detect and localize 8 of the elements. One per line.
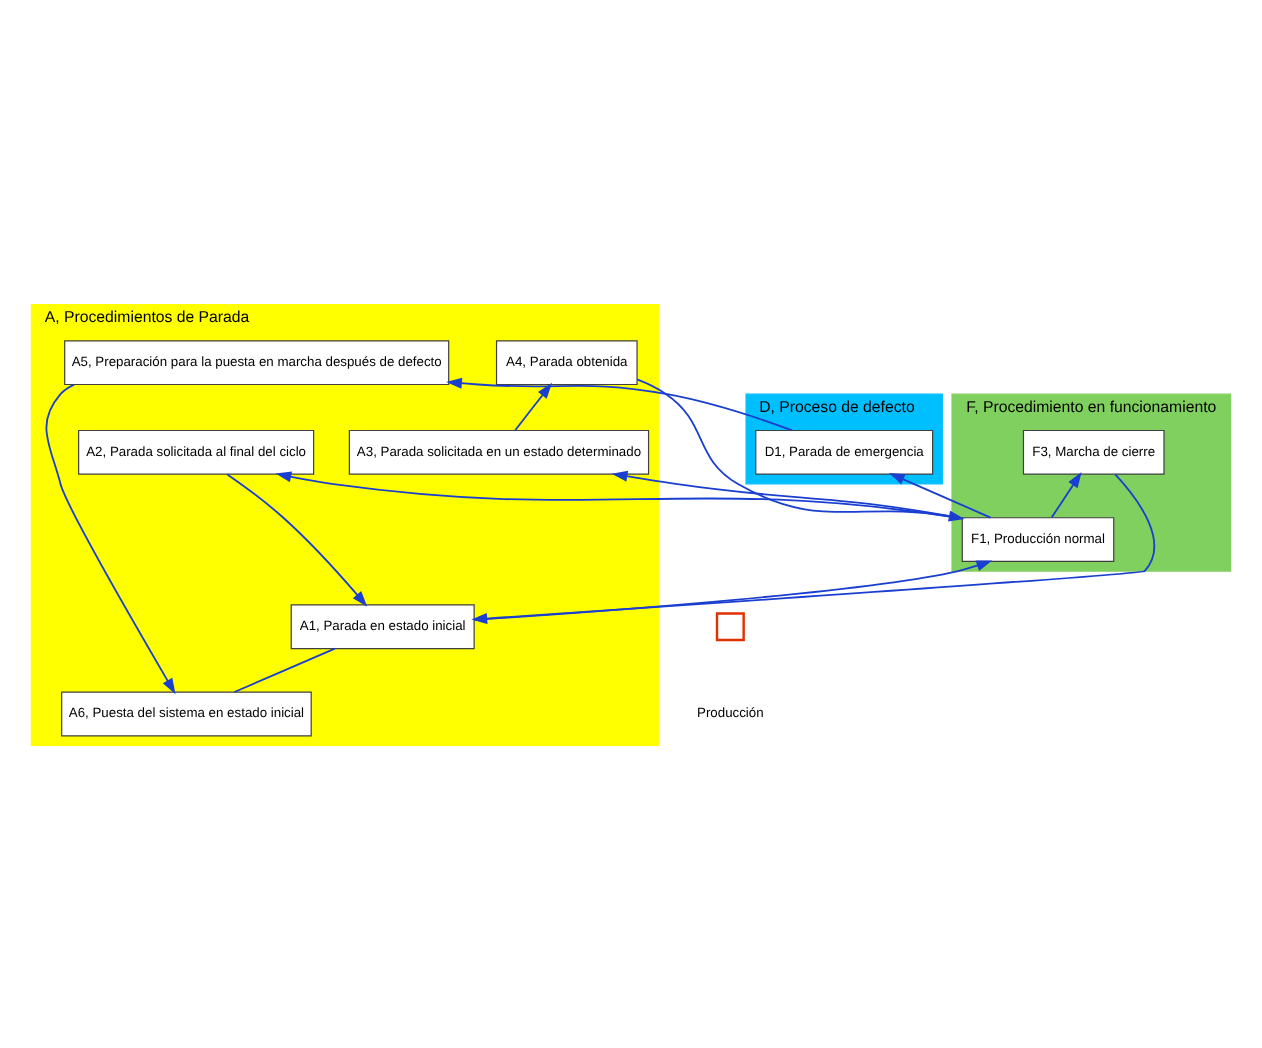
arrow [446, 376, 793, 431]
arrow [45, 382, 176, 694]
arrow [471, 472, 1156, 623]
arrow [226, 472, 368, 606]
arrow [1050, 470, 1082, 518]
arrow [514, 381, 553, 431]
arrow [888, 472, 992, 518]
connector [233, 646, 336, 692]
